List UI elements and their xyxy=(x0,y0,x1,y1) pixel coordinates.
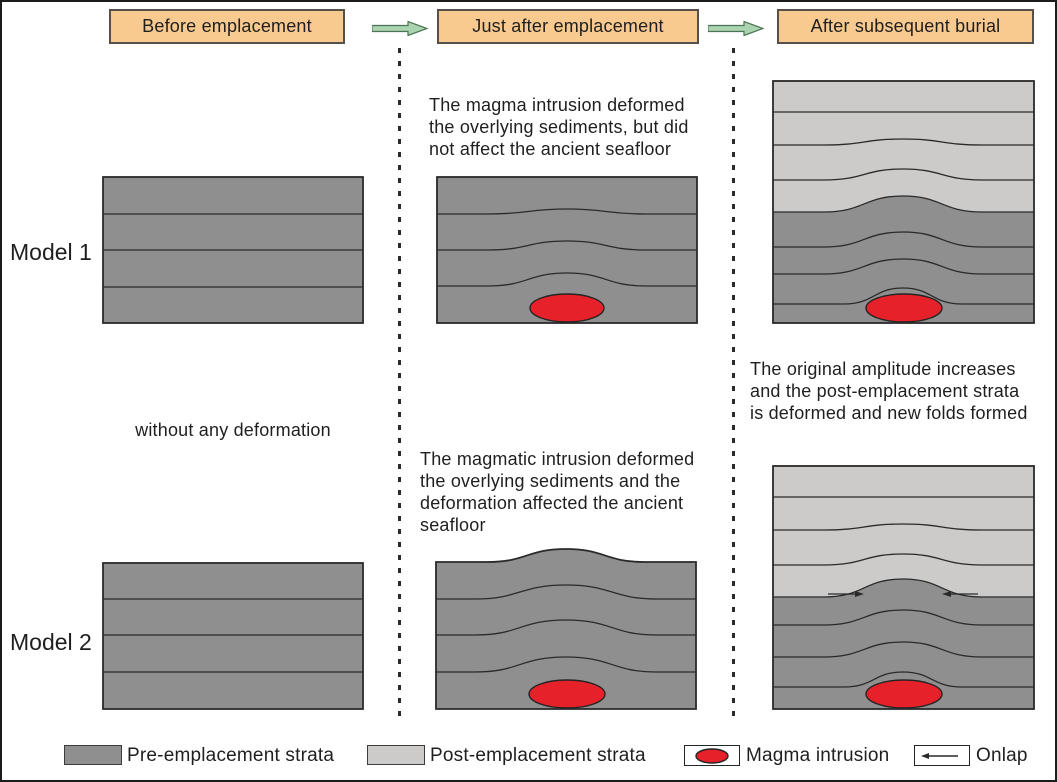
stage-label: Just after emplacement xyxy=(472,16,664,36)
onlap-arrow-icon xyxy=(921,752,958,759)
stage-label: Before emplacement xyxy=(142,16,312,36)
panel-model2-just-after xyxy=(435,548,697,710)
caption-model2-just-after: The magmatic intrusion deformed the over… xyxy=(420,449,695,535)
stage-header-before-emplacement: Before emplacement xyxy=(109,9,345,44)
onlap-arrow-icon xyxy=(828,591,864,597)
magma-ellipse-icon xyxy=(695,747,729,764)
panel-model1-before xyxy=(102,176,364,324)
panel-model2-before xyxy=(102,562,364,710)
panel-model1-just-after xyxy=(436,176,698,324)
legend-swatch-post-strata xyxy=(367,745,425,765)
flow-arrow-icon xyxy=(708,21,764,36)
model2-label: Model 2 xyxy=(10,629,92,655)
stage-header-after-subsequent-burial: After subsequent burial xyxy=(777,9,1034,44)
legend-symbol-magma xyxy=(684,745,740,766)
panel-model1-after-burial xyxy=(772,80,1035,324)
magma-intrusion xyxy=(865,293,943,323)
model1-label: Model 1 xyxy=(10,239,92,265)
legend-label-post-strata: Post-emplacement strata xyxy=(430,745,646,766)
magma-intrusion xyxy=(529,293,605,323)
caption-model1-just-after: The magma intrusion deformed the overlyi… xyxy=(429,95,689,159)
panel-model2-after-burial xyxy=(772,465,1035,710)
caption-without-deformation: without any deformation xyxy=(135,420,331,440)
magma-intrusion xyxy=(528,679,606,709)
legend-label-pre-strata: Pre-emplacement strata xyxy=(127,745,335,766)
column-divider xyxy=(732,48,735,716)
legend-label-magma: Magma intrusion xyxy=(746,745,890,766)
caption-after-burial: The original amplitude increases and the… xyxy=(750,359,1028,423)
stage-label: After subsequent burial xyxy=(810,16,1001,36)
legend-symbol-onlap xyxy=(914,745,970,766)
legend-label-onlap: Onlap xyxy=(976,745,1028,766)
column-divider xyxy=(398,48,401,716)
legend-swatch-pre-strata xyxy=(64,745,122,765)
flow-arrow-icon xyxy=(372,21,428,36)
stage-header-just-after-emplacement: Just after emplacement xyxy=(437,9,699,44)
onlap-arrow-icon xyxy=(942,591,978,597)
magma-intrusion xyxy=(865,679,943,709)
